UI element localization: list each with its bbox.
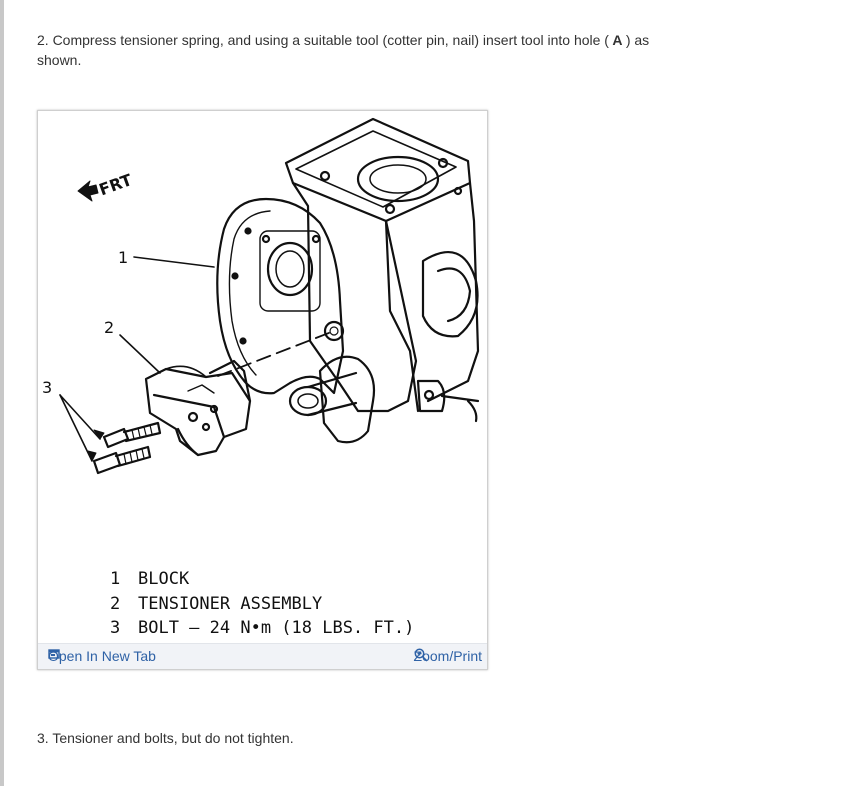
- leader-3a: [59, 394, 101, 440]
- callout-2: 2: [104, 318, 114, 337]
- pump-hub: [318, 355, 376, 444]
- callout-1: 1: [118, 248, 128, 267]
- front-arrow-icon: [77, 180, 99, 202]
- legend-number: 1: [110, 569, 121, 589]
- left-border: [0, 0, 4, 786]
- direction-label: FRT: [97, 170, 135, 199]
- alignment-line: [217, 330, 335, 377]
- legend-row-tensioner: 2 TENSIONER ASSEMBLY: [110, 592, 414, 617]
- timing-cover-outline: [216, 197, 345, 395]
- open-in-new-tab-label: Open In New Tab: [48, 648, 156, 664]
- callout-3: 3: [42, 378, 52, 397]
- leader-3b: [59, 394, 93, 462]
- zoom-print-label: Zoom/Print: [413, 648, 482, 664]
- step-2-instruction: 2. Compress tensioner spring, and using …: [37, 30, 697, 70]
- step-3-instruction: 3. Tensioner and bolts, but do not tight…: [37, 730, 294, 746]
- bolt-upper: [102, 421, 162, 449]
- leader-1: [133, 256, 215, 268]
- step-2-text-suffix: ) as shown.: [37, 32, 650, 68]
- figure-toolbar: Open In New Tab Zoom/Print: [38, 643, 487, 669]
- open-in-new-tab-icon: [48, 649, 60, 659]
- diagram-legend: 1 BLOCK 2 TENSIONER ASSEMBLY 3 BOLT – 24 N•…: [110, 567, 414, 641]
- step-2-text-prefix: 2. Compress tensioner spring, and using …: [37, 32, 609, 48]
- legend-text: BLOCK: [138, 569, 190, 589]
- leader-2: [119, 334, 161, 374]
- bolt-lower: [92, 445, 152, 475]
- tensioner-assembly: [144, 359, 252, 457]
- open-in-new-tab-link[interactable]: Open In New Tab: [48, 648, 156, 664]
- legend-number: 2: [110, 593, 121, 614]
- legend-text: TENSIONER ASSEMBLY: [138, 593, 323, 614]
- legend-row-bolt: 3 BOLT – 24 N•m (18 LBS. FT.): [110, 616, 414, 641]
- hole-label: A: [608, 32, 626, 48]
- zoom-in-icon: [414, 648, 428, 662]
- zoom-print-link[interactable]: Zoom/Print: [414, 648, 482, 664]
- legend-row-block: 1 BLOCK: [110, 567, 414, 592]
- cylinder-bore: [356, 155, 440, 203]
- engine-diagram: FRT 1 2 3: [42, 117, 480, 475]
- block-cavity: [421, 251, 479, 338]
- crank-opening: [266, 241, 314, 297]
- legend-text: BOLT – 24 N•m (18 LBS. FT.): [138, 618, 415, 638]
- legend-number: 3: [110, 618, 121, 638]
